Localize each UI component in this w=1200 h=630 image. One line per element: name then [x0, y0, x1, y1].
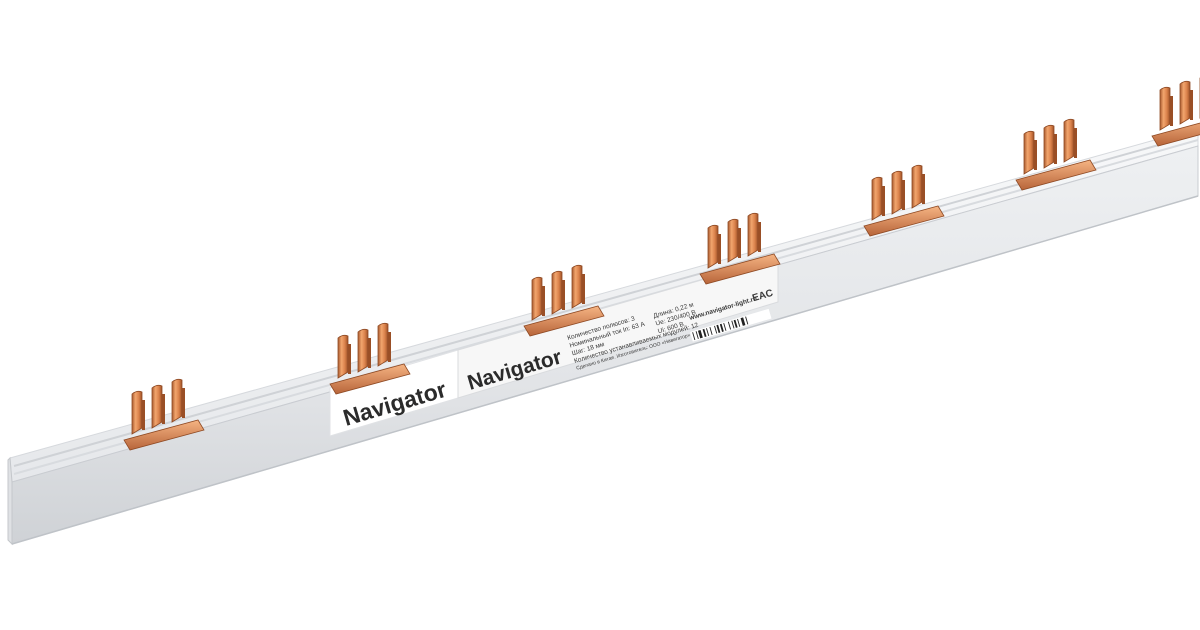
- barcode-bar: [709, 327, 713, 335]
- copper-prong-edge: [1170, 96, 1173, 126]
- copper-prong-edge: [902, 180, 905, 210]
- copper-prong-edge: [368, 338, 371, 368]
- copper-prong-edge: [582, 274, 585, 304]
- barcode-bar: [702, 328, 707, 338]
- barcode-bar: [723, 322, 727, 331]
- copper-prong: [871, 176, 883, 221]
- copper-prong: [1179, 80, 1191, 125]
- copper-prong: [1043, 124, 1055, 169]
- copper-fork-group: [123, 378, 205, 451]
- housing-groove: [13, 133, 1199, 467]
- copper-prong: [1063, 118, 1075, 163]
- copper-prong-edge: [922, 174, 925, 204]
- copper-prong: [531, 276, 543, 321]
- copper-prong: [747, 212, 759, 257]
- copper-prong: [131, 390, 143, 435]
- copper-fork-group: [699, 212, 781, 285]
- copper-prong: [1023, 130, 1035, 175]
- housing-end-cap: [7, 456, 13, 546]
- copper-fork-base: [329, 363, 411, 395]
- copper-prong: [707, 224, 719, 269]
- barcode-bar: [745, 316, 749, 325]
- copper-prong: [171, 378, 183, 423]
- copper-prong: [377, 322, 389, 367]
- copper-prong: [337, 334, 349, 379]
- barcode-bar: [731, 320, 735, 329]
- copper-prong: [911, 164, 923, 209]
- barcode: [690, 308, 772, 342]
- copper-prong-edge: [1034, 140, 1037, 170]
- copper-fork-group: [1151, 77, 1200, 147]
- barcode-bar: [692, 332, 696, 341]
- copper-prong-edge: [758, 222, 761, 252]
- copper-prong-edge: [542, 286, 545, 316]
- copper-prong: [1159, 86, 1171, 131]
- copper-prong-edge: [1190, 90, 1193, 120]
- copper-fork-base: [1151, 122, 1200, 147]
- barcode-bar: [714, 325, 718, 334]
- copper-prong: [727, 218, 739, 263]
- barcode-bar: [719, 323, 724, 332]
- barcode-bar: [727, 321, 732, 330]
- copper-fork-group: [863, 164, 945, 237]
- barcode-bar: [737, 318, 741, 327]
- barcode-bar: [733, 319, 738, 328]
- copper-prong-edge: [348, 344, 351, 374]
- barcode-bar: [697, 329, 703, 339]
- copper-prong: [357, 328, 369, 373]
- barcode-bar: [706, 328, 710, 337]
- copper-prong-edge: [388, 332, 391, 362]
- copper-prong-edge: [142, 400, 145, 430]
- copper-fork-base: [523, 305, 605, 337]
- housing-bottom-edge: [11, 195, 1199, 545]
- barcode-bar: [740, 317, 746, 326]
- copper-fork-group: [329, 322, 411, 395]
- copper-prong-edge: [738, 228, 741, 258]
- copper-prong-edge: [162, 394, 165, 424]
- copper-fork-base: [699, 253, 781, 285]
- copper-prong-edge: [882, 186, 885, 216]
- barcode-bar: [695, 331, 699, 340]
- copper-prong-edge: [718, 234, 721, 264]
- copper-fork-group: [523, 264, 605, 337]
- copper-fork-group: [1015, 118, 1097, 191]
- copper-fork-base: [1015, 159, 1097, 191]
- copper-prong-edge: [1074, 128, 1077, 158]
- copper-fork-groups: [123, 77, 1200, 451]
- copper-fork-base: [123, 419, 205, 451]
- copper-prong-edge: [1054, 134, 1057, 164]
- label-info-panel: [457, 257, 779, 399]
- copper-prong-edge: [562, 280, 565, 310]
- copper-prong: [891, 170, 903, 215]
- copper-prong-edge: [182, 388, 185, 418]
- copper-prong: [571, 264, 583, 309]
- copper-prong: [151, 384, 163, 429]
- copper-prong: [551, 270, 563, 315]
- barcode-bar: [716, 324, 721, 333]
- copper-fork-base: [863, 205, 945, 237]
